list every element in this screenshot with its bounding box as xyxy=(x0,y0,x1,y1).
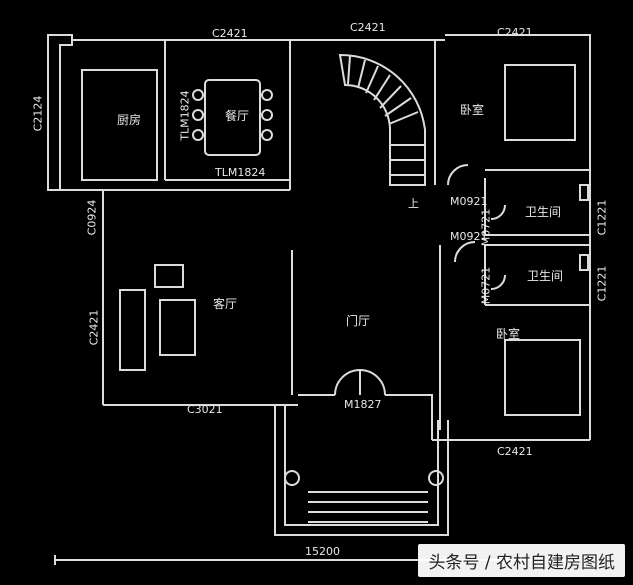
toilet-2 xyxy=(579,254,589,271)
toilet-1 xyxy=(579,184,589,201)
door-arc-2 xyxy=(454,241,476,263)
entry-door-right xyxy=(359,369,386,396)
label-win-bottom-living: C3021 xyxy=(187,403,223,416)
column-right xyxy=(428,470,444,486)
label-tlm-vertical: TLM1824 xyxy=(178,90,192,141)
label-win-bottom-right: C2421 xyxy=(497,445,533,458)
porch xyxy=(274,405,449,536)
room-kitchen: 厨房 xyxy=(117,113,142,127)
label-door-entry: M1827 xyxy=(344,398,382,411)
room-bathroom-2: 卫生间 xyxy=(527,269,564,283)
porch-inner xyxy=(284,405,439,526)
label-door-m0721-a: M0721 xyxy=(479,208,493,247)
dining-table xyxy=(204,79,261,156)
room-foyer: 门厅 xyxy=(346,314,371,328)
bed-top xyxy=(504,64,576,141)
label-win-c0924: C0924 xyxy=(85,199,99,236)
stair-outline xyxy=(338,53,426,186)
bed-bottom xyxy=(504,339,581,416)
armchair xyxy=(154,264,184,288)
label-win-top-right: C2421 xyxy=(497,26,533,39)
room-living: 客厅 xyxy=(213,297,238,311)
outer-wall xyxy=(47,34,73,191)
column-left xyxy=(284,470,300,486)
label-stair-up: 上 xyxy=(408,197,419,210)
outer-wall-top-right xyxy=(445,34,591,45)
label-total-width: 15200 xyxy=(305,545,340,558)
watermark: 头条号 / 农村自建房图纸 xyxy=(418,544,625,577)
label-win-c1221-b: C1221 xyxy=(595,265,609,302)
label-win-c1221-a: C1221 xyxy=(595,199,609,236)
label-door-m0921-b: M0921 xyxy=(450,230,488,243)
label-door-m0721-b: M0721 xyxy=(479,266,493,305)
room-bedroom-bottom: 卧室 xyxy=(496,327,521,341)
label-door-m0921-a: M0921 xyxy=(450,195,488,208)
label-tlm-horizontal: TLM1824 xyxy=(215,166,266,179)
room-dining: 餐厅 xyxy=(225,109,250,123)
door-arc-1 xyxy=(447,164,469,186)
label-win-left-living: C2421 xyxy=(87,309,101,346)
door-arc-4 xyxy=(490,274,506,290)
label-win-top-mid: C2421 xyxy=(350,21,386,34)
label-win-left-kitchen: C2124 xyxy=(31,95,45,132)
sofa xyxy=(119,289,146,371)
wall-bottom-entry-right xyxy=(385,394,433,440)
room-bedroom-top: 卧室 xyxy=(460,103,485,117)
door-arc-3 xyxy=(490,204,506,220)
label-win-top-left: C2421 xyxy=(212,27,248,40)
entry-door-left xyxy=(334,368,361,396)
kitchen-counter xyxy=(81,69,158,181)
room-bathroom-1: 卫生间 xyxy=(525,205,562,219)
coffee-table xyxy=(159,299,196,356)
